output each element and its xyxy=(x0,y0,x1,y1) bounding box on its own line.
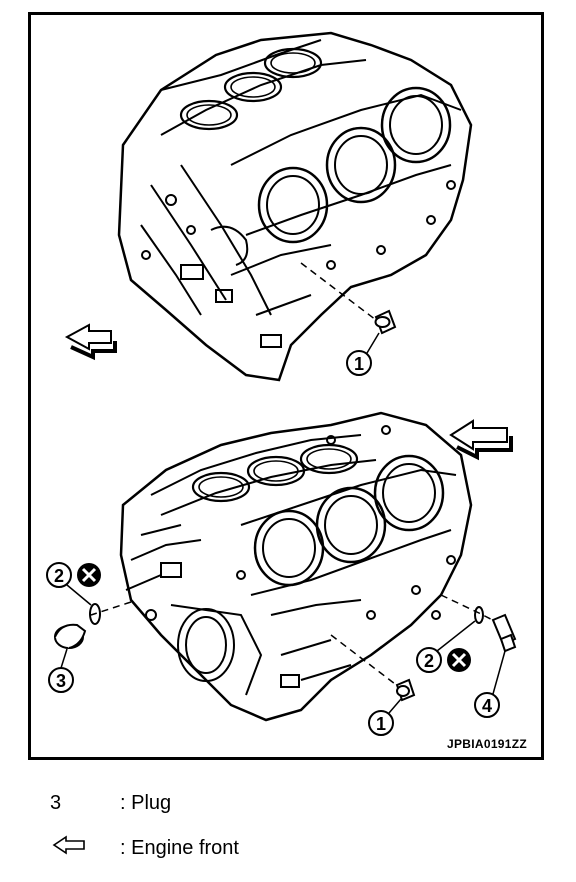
do-not-reuse-icon xyxy=(77,563,101,587)
legend-key: 3 xyxy=(50,792,62,814)
figure-id: JPBIA0191ZZ xyxy=(447,737,527,751)
washer-part-2-left xyxy=(89,603,101,625)
callout-2-right: 2 xyxy=(416,620,476,673)
legend-row-engine-front: : Engine front xyxy=(50,834,239,862)
legend-text: : Plug xyxy=(120,792,172,814)
callout-label: 2 xyxy=(424,651,434,671)
bolt-part-4 xyxy=(491,613,517,653)
plug-part-1-top xyxy=(374,309,397,335)
callout-1-bottom: 1 xyxy=(368,698,402,736)
callout-3: 3 xyxy=(48,648,74,693)
engine-front-arrow-top xyxy=(64,323,117,361)
callout-label: 3 xyxy=(56,671,66,691)
engine-block-top xyxy=(117,31,473,382)
callout-label: 2 xyxy=(54,566,64,586)
callout-1-top: 1 xyxy=(346,332,380,376)
legend-text: : Engine front xyxy=(120,836,239,859)
legend-row-plug: 3 : Plug xyxy=(50,792,171,815)
outline-arrow-left-icon xyxy=(50,834,120,862)
engine-front-arrow-bottom xyxy=(449,419,513,461)
washer-part-2-right xyxy=(474,606,484,624)
diagram-frame: 1 2 3 1 2 xyxy=(28,12,544,760)
engine-block-diagram: 1 2 3 1 2 xyxy=(46,31,517,736)
callout-label: 1 xyxy=(354,354,364,374)
callout-2-left: 2 xyxy=(46,562,101,606)
plug-part-1-bottom xyxy=(395,678,416,702)
plug-part-3 xyxy=(54,623,87,649)
callout-4: 4 xyxy=(474,650,506,718)
do-not-reuse-icon xyxy=(447,648,471,672)
engine-block-bottom xyxy=(90,411,507,722)
callout-label: 4 xyxy=(482,696,492,716)
callout-label: 1 xyxy=(376,714,386,734)
